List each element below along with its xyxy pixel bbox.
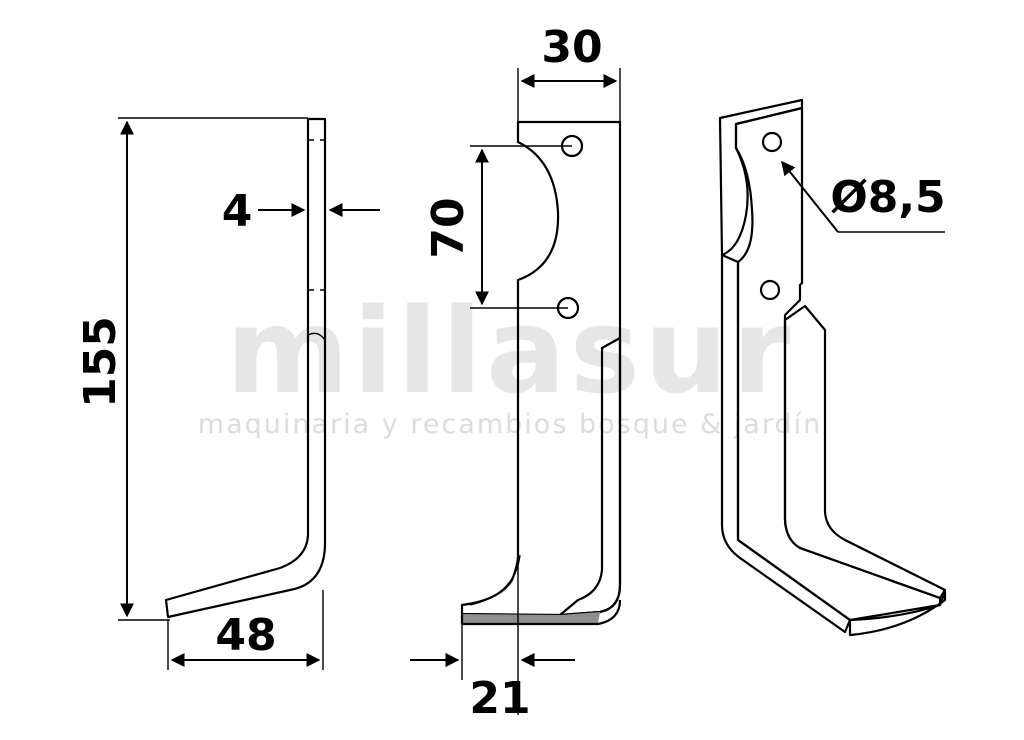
blade-perspective-view bbox=[718, 98, 947, 637]
hole-spacing-dimension: 70 bbox=[423, 145, 572, 309]
offset-dimension: 21 bbox=[410, 555, 575, 724]
blade-side-view bbox=[164, 117, 327, 619]
thickness-dimension: 4 bbox=[222, 186, 380, 237]
height-label: 155 bbox=[75, 316, 126, 408]
height-dimension: 155 bbox=[75, 117, 308, 621]
foot-length-label: 48 bbox=[215, 610, 276, 661]
hole-diameter-label: Ø8,5 bbox=[830, 172, 945, 223]
width-dimension: 30 bbox=[517, 22, 621, 122]
watermark: millasur maquinaria y recambios bosque &… bbox=[198, 282, 822, 440]
hole-spacing-label: 70 bbox=[423, 197, 474, 258]
watermark-brand: millasur bbox=[226, 282, 794, 420]
offset-label: 21 bbox=[469, 673, 530, 724]
hole-diameter-dimension: Ø8,5 bbox=[781, 160, 946, 233]
watermark-tagline: maquinaria y recambios bosque & jardín bbox=[198, 409, 822, 440]
foot-length-dimension: 48 bbox=[167, 590, 324, 670]
thickness-label: 4 bbox=[222, 186, 253, 237]
width-label: 30 bbox=[541, 22, 602, 73]
